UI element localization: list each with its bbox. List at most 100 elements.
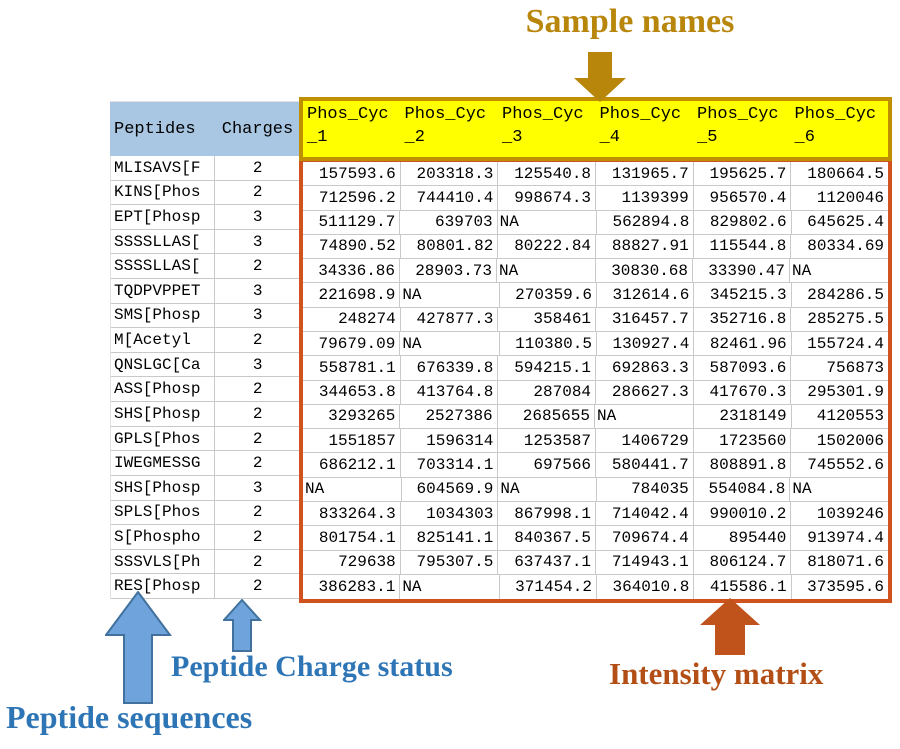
peptide-cell[interactable]: SMS[Phosp	[111, 303, 216, 328]
peptide-cell[interactable]: IWEGMESSG	[111, 451, 216, 475]
intensity-cell[interactable]: 2318149	[694, 404, 792, 430]
intensity-cell[interactable]: 829802.6	[694, 210, 792, 235]
intensity-cell[interactable]: 1253587	[498, 429, 597, 454]
intensity-cell[interactable]: 34336.86	[303, 259, 400, 284]
intensity-cell[interactable]: NA	[497, 259, 596, 284]
intensity-cell[interactable]: 30830.68	[596, 259, 693, 284]
intensity-cell[interactable]: 1120046	[791, 186, 889, 211]
intensity-cell[interactable]: 3293265	[303, 404, 401, 430]
intensity-cell[interactable]: 692863.3	[596, 356, 694, 381]
intensity-cell[interactable]: 1502006	[791, 429, 889, 454]
charge-cell[interactable]: 2	[252, 527, 263, 546]
intensity-cell[interactable]: 697566	[498, 453, 597, 478]
intensity-cell[interactable]: 413764.8	[400, 380, 499, 405]
intensity-cell[interactable]: 1039246	[791, 502, 889, 527]
intensity-cell[interactable]: 195625.7	[693, 162, 792, 187]
charge-cell[interactable]: 2	[252, 158, 263, 177]
intensity-cell[interactable]: 130927.4	[596, 331, 695, 357]
intensity-cell[interactable]: 82461.96	[694, 331, 792, 357]
charge-cell[interactable]: 2	[252, 380, 263, 399]
charge-cell[interactable]: 2	[252, 503, 263, 522]
intensity-cell[interactable]: 373595.6	[807, 577, 884, 596]
column-header-phos_cyc_6[interactable]: Phos_Cyc _6	[794, 105, 877, 147]
intensity-cell[interactable]: NA	[400, 283, 500, 308]
intensity-cell[interactable]: 115544.8	[693, 234, 792, 260]
charge-cell[interactable]: 3	[252, 306, 263, 325]
column-header-phos_cyc_5[interactable]: Phos_Cyc _5	[697, 105, 779, 147]
intensity-cell[interactable]: 33390.47	[693, 259, 790, 284]
charge-cell[interactable]: 2	[252, 331, 263, 350]
intensity-cell[interactable]: 2527386	[400, 404, 498, 430]
intensity-cell[interactable]: 558781.1	[303, 356, 401, 381]
intensity-cell[interactable]: NA	[303, 477, 402, 502]
intensity-cell[interactable]: 756873	[791, 356, 889, 381]
intensity-cell[interactable]: NA	[594, 404, 695, 430]
intensity-cell[interactable]: 80334.69	[791, 235, 889, 260]
intensity-cell[interactable]: 155724.4	[791, 332, 888, 357]
intensity-cell[interactable]: 990010.2	[693, 501, 792, 527]
intensity-cell[interactable]: 285275.5	[791, 308, 889, 332]
intensity-cell[interactable]: 840367.5	[498, 526, 597, 551]
intensity-cell[interactable]: 806124.7	[693, 550, 792, 575]
peptide-cell[interactable]: KINS[Phos	[111, 180, 216, 205]
intensity-cell[interactable]: 686212.1	[303, 453, 401, 478]
peptide-cell[interactable]: SHS[Phosp	[111, 475, 216, 500]
peptide-cell[interactable]: SHS[Phosp	[111, 402, 216, 426]
intensity-cell[interactable]: 825141.1	[400, 526, 499, 551]
intensity-cell[interactable]: 580441.7	[596, 453, 694, 478]
intensity-cell[interactable]: 110380.5	[499, 331, 597, 357]
peptide-cell[interactable]: TQDPVPPET	[111, 279, 216, 303]
intensity-cell[interactable]: 645625.4	[791, 211, 888, 235]
column-header-phos_cyc_3[interactable]: Phos_Cyc _3	[502, 105, 584, 147]
intensity-cell[interactable]: 714943.1	[596, 550, 694, 575]
peptide-cell[interactable]: ASS[Phosp	[111, 377, 216, 402]
intensity-cell[interactable]: NA	[497, 210, 597, 235]
peptide-cell[interactable]: QNSLGC[Ca	[111, 352, 216, 377]
charge-cell[interactable]: 3	[252, 232, 263, 251]
intensity-cell[interactable]: 913974.4	[791, 526, 889, 551]
intensity-cell[interactable]: 28903.73	[400, 259, 497, 284]
intensity-cell[interactable]: 344653.8	[303, 380, 401, 405]
intensity-cell[interactable]: NA	[790, 259, 888, 284]
intensity-cell[interactable]: 2685655	[497, 404, 595, 430]
intensity-cell[interactable]: 562894.8	[596, 210, 695, 235]
intensity-cell[interactable]: 79679.09	[303, 331, 401, 357]
intensity-cell[interactable]: 80801.82	[400, 234, 499, 260]
intensity-cell[interactable]: 364010.8	[597, 574, 695, 600]
intensity-cell[interactable]: NA	[400, 331, 500, 357]
peptide-cell[interactable]: M[Acetyl	[111, 328, 216, 352]
intensity-cell[interactable]: 511129.7	[303, 210, 401, 235]
intensity-cell[interactable]: 703314.1	[400, 453, 499, 478]
intensity-cell[interactable]: 795307.5	[400, 550, 499, 575]
intensity-cell[interactable]: 818071.6	[791, 551, 889, 575]
intensity-cell[interactable]: 125540.8	[498, 162, 597, 187]
intensity-cell[interactable]: 88827.91	[596, 234, 694, 260]
peptide-cell[interactable]: MLISAVS[F	[111, 156, 216, 180]
intensity-cell[interactable]: NA	[790, 478, 889, 502]
intensity-cell[interactable]: 157593.6	[303, 162, 401, 187]
intensity-cell[interactable]: 371454.2	[500, 574, 597, 600]
intensity-cell[interactable]: 1406729	[596, 429, 694, 454]
peptides-column-header[interactable]: Peptides	[114, 119, 196, 139]
peptide-cell[interactable]: GPLS[Phos	[111, 426, 216, 451]
intensity-cell[interactable]: 604569.9	[401, 477, 499, 502]
intensity-cell[interactable]: 1139399	[596, 186, 694, 211]
charge-cell[interactable]: 3	[252, 208, 263, 227]
intensity-cell[interactable]: 1034303	[400, 501, 499, 527]
intensity-cell[interactable]: 4120553	[791, 405, 888, 430]
intensity-cell[interactable]: 1723560	[693, 429, 792, 454]
intensity-cell[interactable]: 74890.52	[303, 234, 401, 260]
intensity-cell[interactable]: 554084.8	[693, 477, 791, 502]
charge-cell[interactable]: 3	[252, 355, 263, 374]
intensity-cell[interactable]: 287084	[498, 380, 597, 405]
charge-cell[interactable]: 2	[252, 454, 263, 473]
intensity-cell[interactable]: NA	[400, 574, 500, 600]
intensity-cell[interactable]: 587093.6	[693, 356, 792, 381]
intensity-cell[interactable]: 784035	[597, 477, 694, 502]
column-header-phos_cyc_2[interactable]: Phos_Cyc _2	[404, 105, 487, 147]
intensity-cell[interactable]: 709674.4	[596, 526, 694, 551]
intensity-cell[interactable]: 295301.9	[791, 381, 889, 405]
intensity-cell[interactable]: 286627.3	[596, 380, 694, 405]
intensity-cell[interactable]: 808891.8	[693, 453, 792, 478]
intensity-cell[interactable]: 316457.7	[596, 307, 694, 332]
